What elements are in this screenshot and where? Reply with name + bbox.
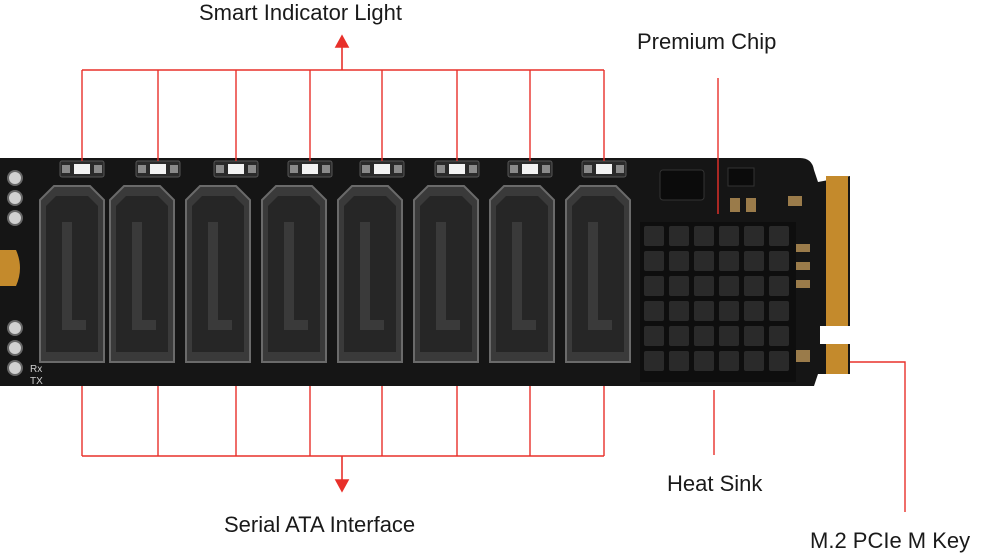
sata-port — [39, 185, 105, 363]
label-premium-chip: Premium Chip — [637, 29, 777, 54]
mkey-callout-line — [850, 361, 906, 512]
smd-components — [730, 196, 810, 362]
tx-mark: TX — [30, 376, 43, 387]
premium-chip — [659, 169, 705, 201]
small-ic — [727, 167, 755, 187]
sata-port — [565, 185, 631, 363]
indicator-led — [135, 160, 181, 178]
indicator-led — [287, 160, 333, 178]
sata-port — [109, 185, 175, 363]
label-heat-sink: Heat Sink — [667, 471, 763, 496]
rx-mark: Rx — [30, 364, 42, 375]
label-serial-ata-interface: Serial ATA Interface — [224, 512, 416, 537]
label-smart-indicator-light: Smart Indicator Light — [199, 0, 402, 25]
arrow-down-sata — [334, 456, 350, 493]
indicator-led — [434, 160, 480, 178]
indicator-led — [581, 160, 627, 178]
sata-port — [489, 185, 555, 363]
sata-port — [185, 185, 251, 363]
sata-port — [261, 185, 327, 363]
indicator-led — [59, 160, 105, 178]
heat-sink — [640, 222, 796, 382]
indicator-led — [507, 160, 553, 178]
arrow-up-indicator — [334, 34, 350, 70]
sata-port — [337, 185, 403, 363]
sata-port — [413, 185, 479, 363]
indicator-led — [213, 160, 259, 178]
gold-notch — [0, 250, 20, 286]
label-m2-pcie-m-key: M.2 PCIe M Key — [810, 528, 971, 553]
left-mounting-pads — [7, 170, 23, 376]
indicator-led — [359, 160, 405, 178]
edge-connector-fingers — [826, 176, 848, 374]
